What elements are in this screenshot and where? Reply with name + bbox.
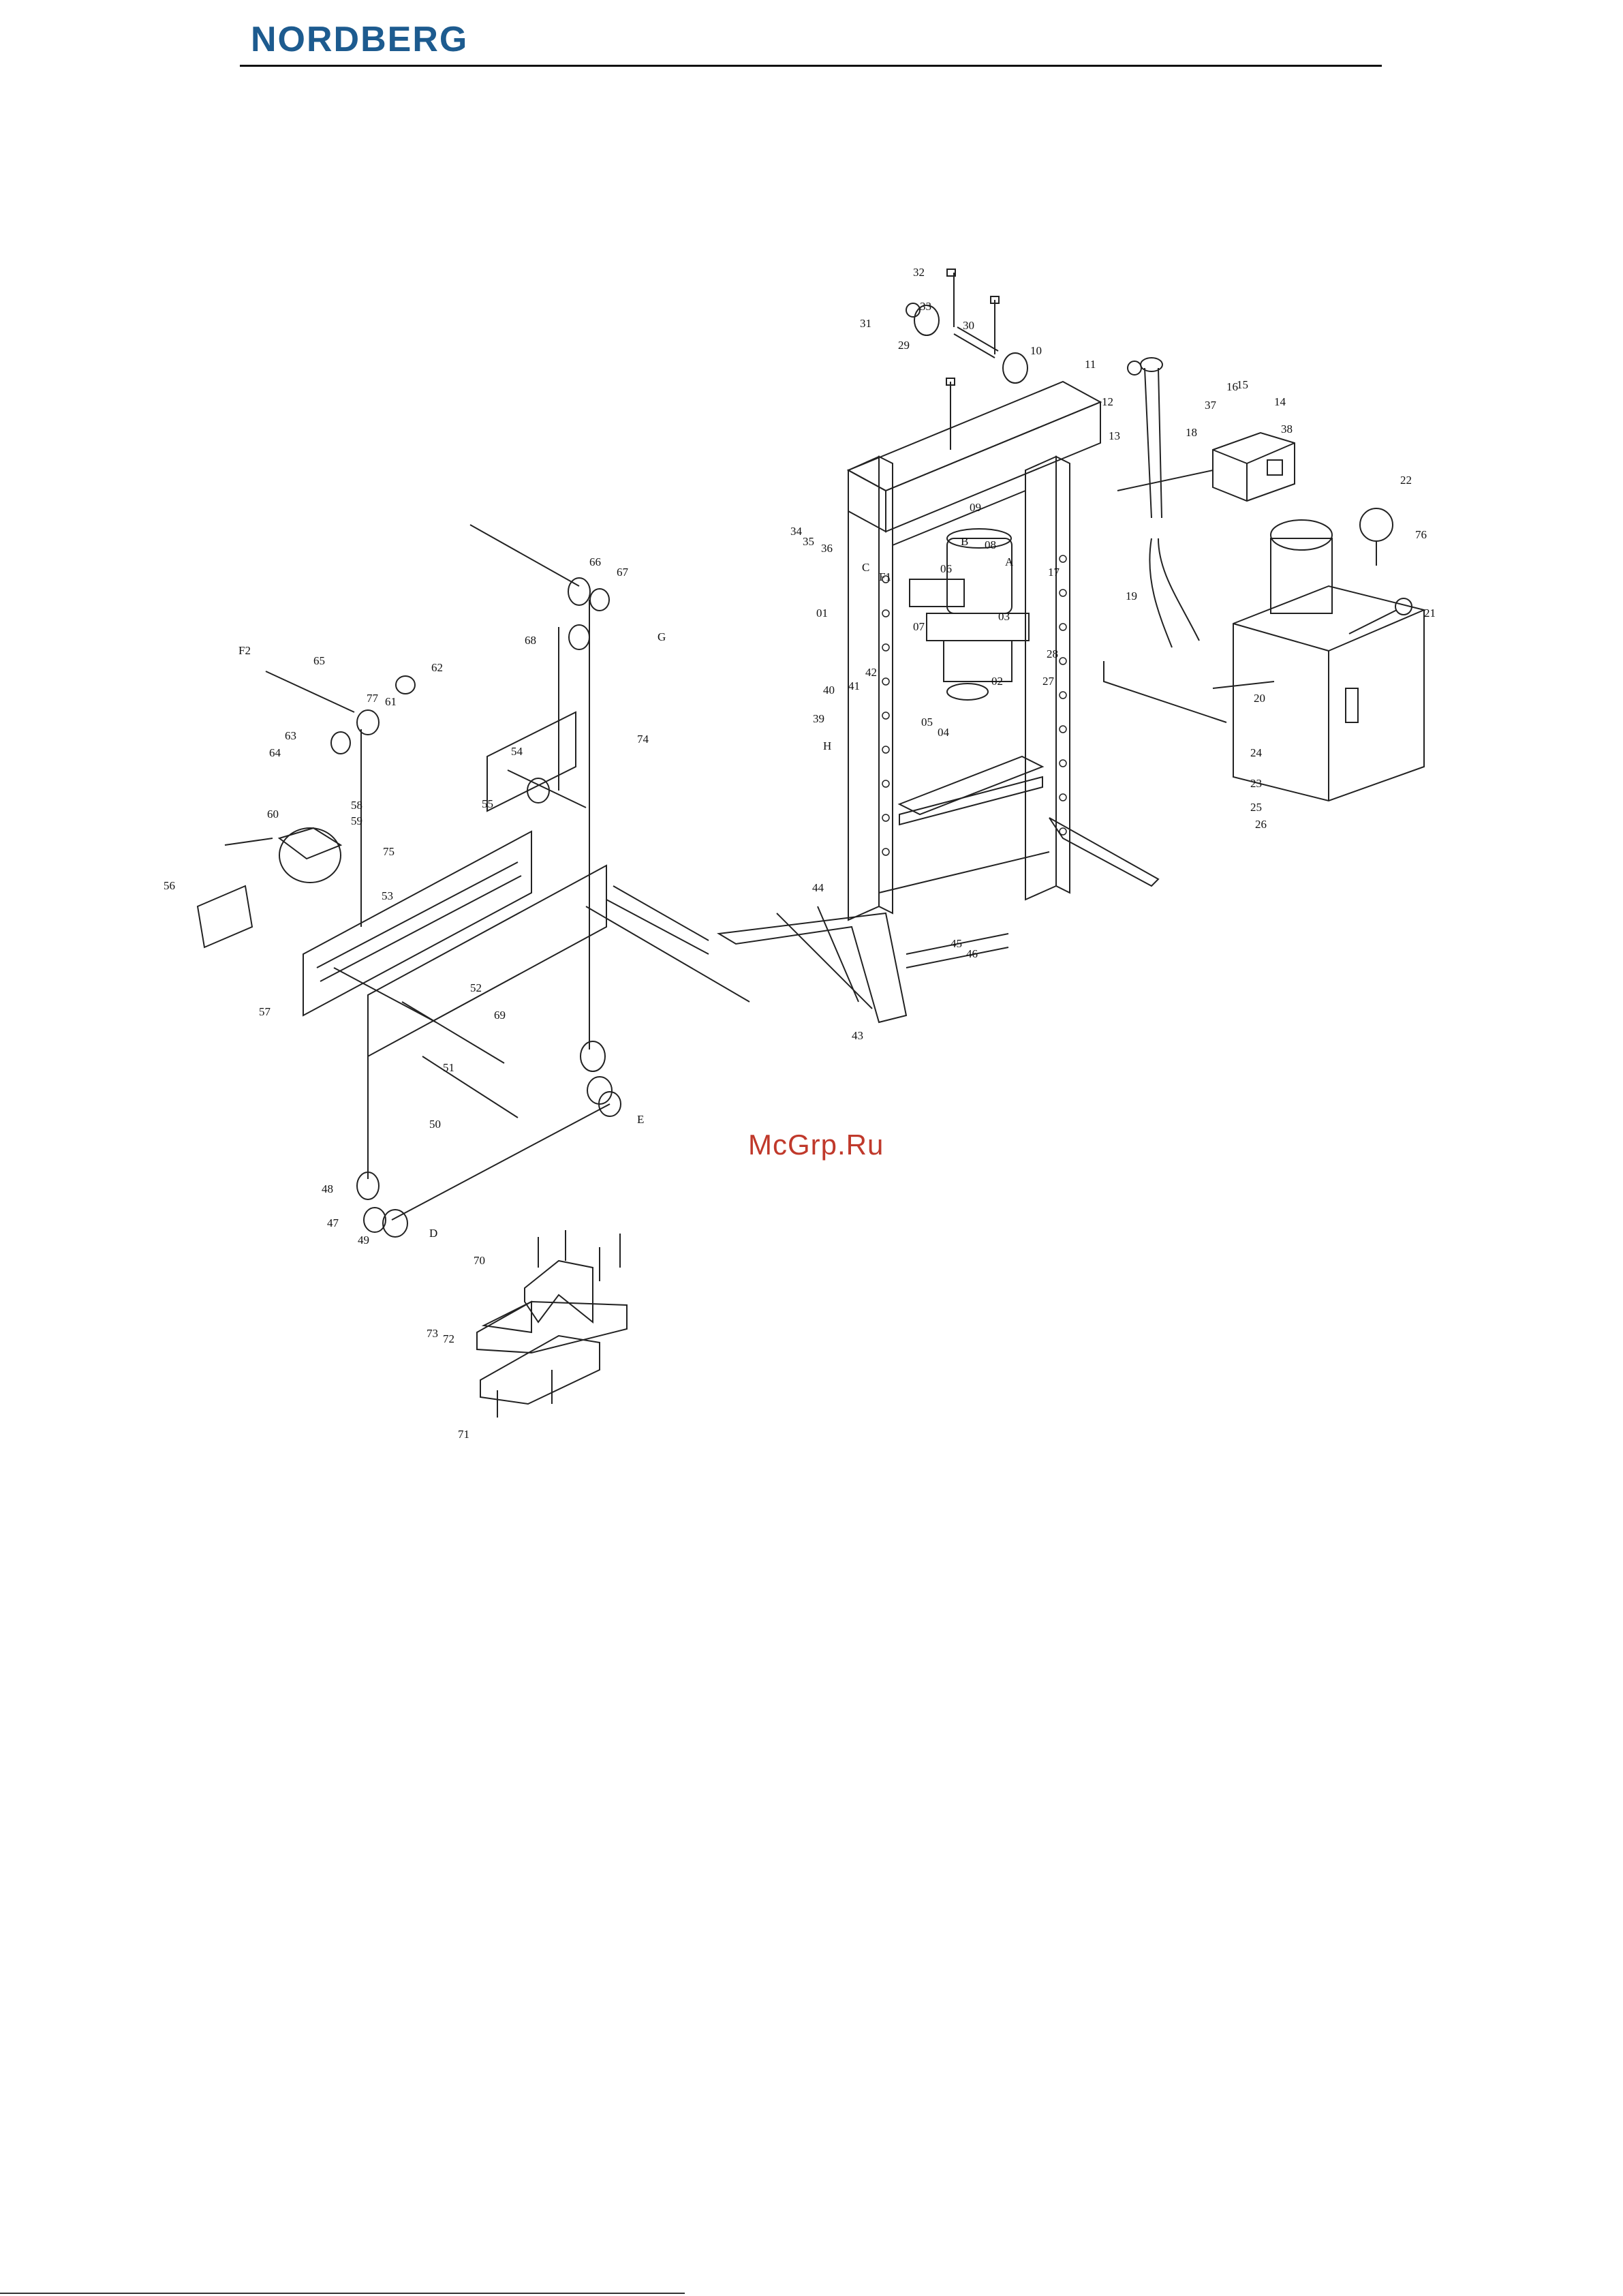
part-label-56: 56: [164, 879, 175, 892]
part-label-16: 16: [1226, 380, 1238, 393]
part-label-73: 73: [427, 1327, 438, 1340]
top-roller-assembly: [906, 269, 1027, 450]
part-label-45: 45: [950, 937, 962, 950]
part-label-65: 65: [313, 654, 325, 667]
part-label-76: 76: [1415, 528, 1427, 541]
part-label-07: 07: [913, 620, 925, 633]
part-label-32: 32: [913, 266, 925, 279]
part-label-74: 74: [637, 733, 649, 746]
part-label-70: 70: [474, 1254, 485, 1267]
part-label-19: 19: [1126, 590, 1137, 602]
switch-box: [1117, 433, 1295, 501]
part-label-60: 60: [267, 808, 279, 821]
part-label-75: 75: [383, 845, 395, 858]
part-label-25: 25: [1250, 801, 1262, 814]
part-label-17: 17: [1048, 566, 1060, 579]
part-label-01: 01: [816, 607, 828, 619]
part-label-04: 04: [938, 726, 950, 739]
part-label-52: 52: [470, 981, 482, 994]
part-label-62: 62: [431, 661, 443, 674]
part-label-15: 15: [1237, 378, 1248, 391]
part-label-59: 59: [351, 814, 362, 827]
part-label-24: 24: [1250, 746, 1263, 759]
part-label-11: 11: [1085, 358, 1096, 371]
part-label-28: 28: [1047, 647, 1058, 660]
part-label-d: D: [429, 1227, 437, 1240]
part-label-77: 77: [367, 692, 379, 705]
part-label-37: 37: [1205, 399, 1217, 412]
part-label-53: 53: [382, 889, 393, 902]
part-label-13: 13: [1109, 429, 1120, 442]
part-label-44: 44: [812, 881, 824, 894]
part-label-14: 14: [1274, 395, 1286, 408]
press-frame: [719, 382, 1158, 1022]
part-label-b: B: [961, 535, 968, 548]
part-label-49: 49: [358, 1234, 369, 1246]
part-label-38: 38: [1281, 423, 1293, 435]
part-label-05: 05: [921, 716, 933, 729]
part-label-08: 08: [985, 538, 996, 551]
part-label-02: 02: [991, 675, 1003, 688]
part-label-g: G: [658, 630, 666, 643]
part-label-55: 55: [482, 797, 493, 810]
part-label-21: 21: [1424, 607, 1436, 619]
part-label-69: 69: [494, 1009, 506, 1022]
part-label-h: H: [823, 739, 831, 752]
part-label-26: 26: [1255, 818, 1267, 831]
watermark: McGrp.Ru: [748, 1129, 884, 1161]
part-label-47: 47: [327, 1216, 339, 1229]
part-label-64: 64: [269, 746, 281, 759]
part-label-71: 71: [458, 1428, 469, 1441]
part-label-29: 29: [898, 339, 910, 352]
footer-rule: [0, 2293, 685, 2294]
part-label-c: C: [862, 561, 869, 574]
part-label-63: 63: [285, 729, 296, 742]
part-label-30: 30: [963, 319, 974, 332]
part-label-31: 31: [860, 317, 871, 330]
part-label-39: 39: [813, 712, 824, 725]
part-label-36: 36: [821, 542, 833, 555]
part-label-41: 41: [848, 679, 860, 692]
part-label-10: 10: [1030, 344, 1042, 357]
part-label-61: 61: [385, 695, 397, 708]
hydraulic-pump-unit: [1104, 508, 1424, 801]
part-label-67: 67: [617, 566, 629, 579]
part-label-46: 46: [966, 947, 978, 960]
part-label-54: 54: [511, 745, 523, 758]
part-label-e: E: [637, 1113, 644, 1126]
part-label-12: 12: [1102, 395, 1113, 408]
part-label-40: 40: [823, 684, 835, 697]
part-label-42: 42: [865, 666, 877, 679]
part-label-06: 06: [940, 562, 952, 575]
winch-assembly: [198, 525, 749, 1237]
part-label-a: A: [1005, 555, 1014, 568]
part-label-09: 09: [970, 501, 981, 514]
part-label-35: 35: [803, 535, 814, 548]
part-label-f1: F1: [879, 570, 891, 583]
v-block-assembly: [477, 1230, 627, 1418]
part-label-66: 66: [589, 555, 601, 568]
part-label-57: 57: [259, 1005, 271, 1018]
part-label-34: 34: [790, 525, 803, 538]
part-label-72: 72: [443, 1332, 454, 1345]
hydraulic-hoses: [1128, 358, 1199, 647]
part-label-18: 18: [1186, 426, 1197, 439]
part-label-58: 58: [351, 799, 362, 812]
part-label-27: 27: [1042, 675, 1055, 688]
part-label-03: 03: [998, 610, 1010, 623]
part-label-20: 20: [1254, 692, 1265, 705]
part-label-23: 23: [1250, 777, 1262, 790]
part-label-33: 33: [920, 300, 931, 313]
part-label-68: 68: [525, 634, 536, 647]
part-label-48: 48: [322, 1182, 333, 1195]
part-label-51: 51: [443, 1061, 454, 1074]
part-label-22: 22: [1400, 474, 1412, 487]
part-label-43: 43: [852, 1029, 863, 1042]
part-label-50: 50: [429, 1118, 441, 1131]
part-label-f2: F2: [238, 644, 251, 657]
